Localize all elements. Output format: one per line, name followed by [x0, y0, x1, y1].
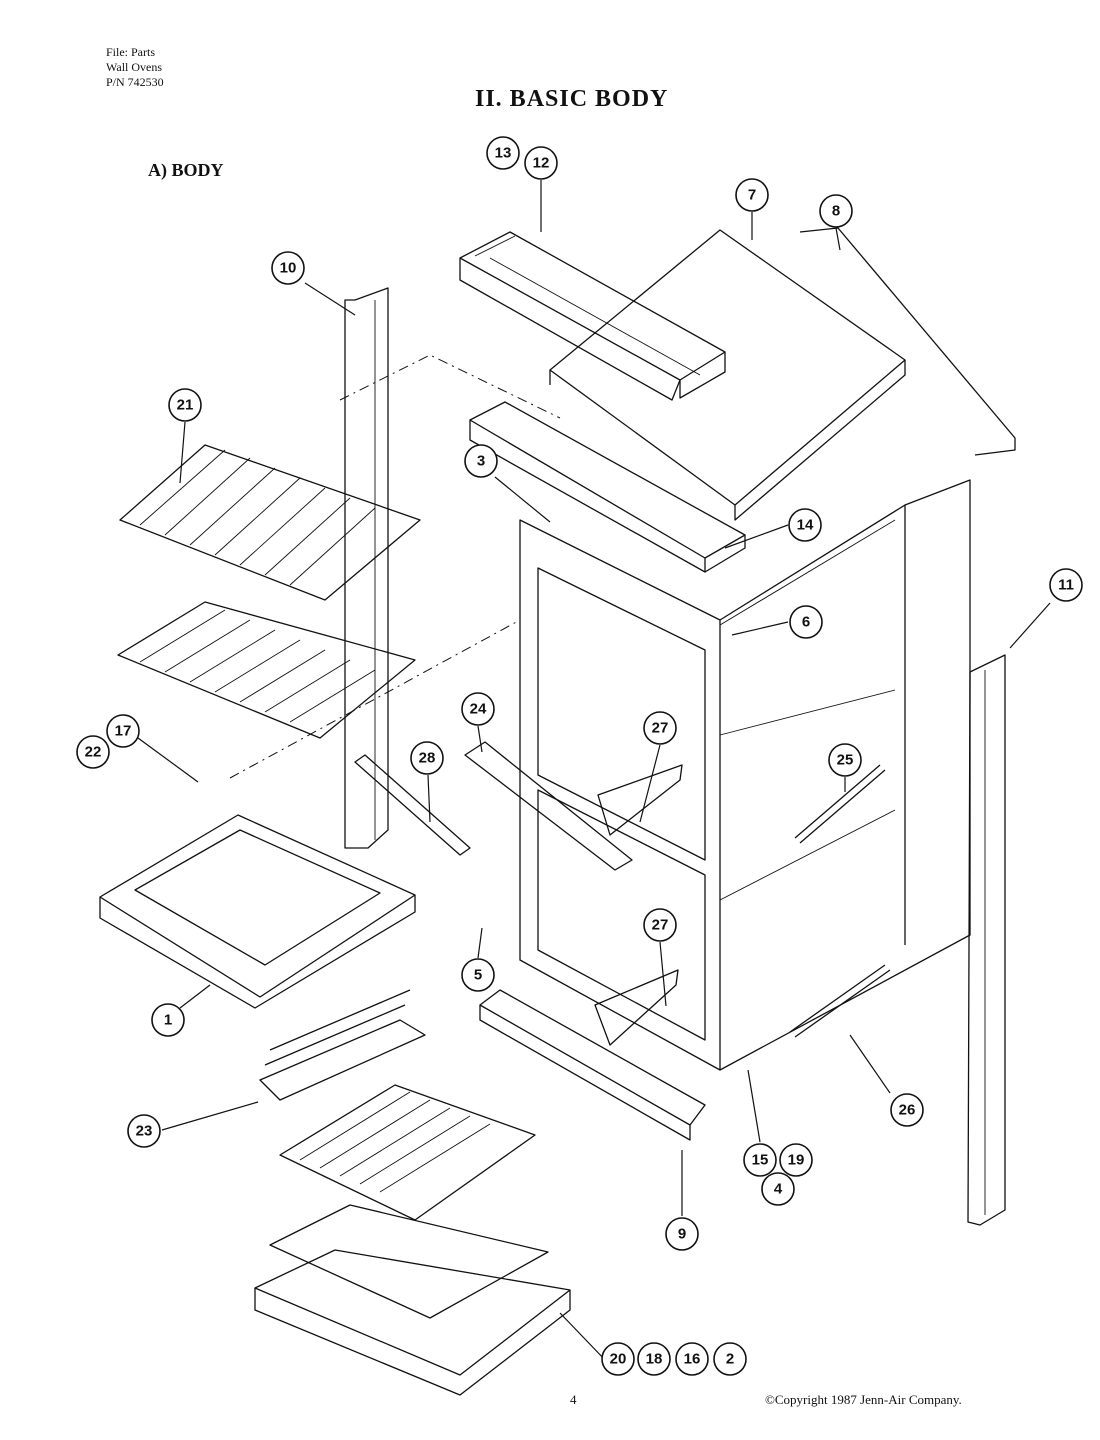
callout-8: 8 [819, 194, 853, 228]
hinge-spring-lower [789, 964, 891, 1038]
hinge-spring-upper [794, 764, 886, 844]
broiler-grid [279, 1084, 536, 1221]
callout-27-lower: 27 [643, 908, 677, 942]
assembly-guide-line [339, 354, 561, 419]
callout-27-upper: 27 [643, 711, 677, 745]
header-part-number: P/N 742530 [106, 75, 164, 89]
file-header: File: Parts Wall Ovens P/N 742530 [106, 45, 164, 90]
callout-18: 18 [637, 1342, 671, 1376]
page-title: II. BASIC BODY [475, 86, 669, 112]
callout-label: 11 [1058, 577, 1074, 594]
callout-4: 4 [761, 1172, 795, 1206]
callout-25: 25 [828, 743, 862, 777]
callout-label: 7 [748, 187, 756, 204]
callout-11: 11 [1049, 568, 1083, 602]
heating-element [259, 989, 426, 1101]
callout-label: 3 [477, 453, 485, 470]
callout-label: 17 [115, 723, 132, 740]
door-frame [99, 814, 416, 1009]
callout-10: 10 [271, 251, 305, 285]
callout-13: 13 [486, 136, 520, 170]
callout-label: 21 [177, 397, 194, 414]
callout-label: 27 [652, 917, 669, 934]
callout-24: 24 [461, 692, 495, 726]
door-hinge-upper [597, 764, 683, 836]
callout-label: 14 [797, 517, 814, 534]
callout-2: 2 [713, 1342, 747, 1376]
callout-5: 5 [461, 958, 495, 992]
callout-20: 20 [601, 1342, 635, 1376]
callout-label: 24 [470, 701, 487, 718]
callout-label: 5 [474, 967, 482, 984]
left-side-rail [344, 287, 389, 849]
callout-9: 9 [665, 1217, 699, 1251]
callout-label: 26 [899, 1102, 916, 1119]
page-number: 4 [570, 1392, 577, 1407]
callout-label: 23 [136, 1123, 153, 1140]
callout-label: 9 [678, 1226, 686, 1243]
callout-label: 27 [652, 720, 669, 737]
top-vent-rail [459, 231, 726, 401]
back-plate [799, 227, 1016, 456]
callout-19: 19 [779, 1143, 813, 1177]
callout-label: 6 [802, 614, 810, 631]
callout-12: 12 [524, 146, 558, 180]
callout-label: 8 [832, 203, 840, 220]
callout-14: 14 [788, 508, 822, 542]
callout-label: 22 [85, 744, 102, 761]
oven-cavity-frame [519, 479, 971, 1071]
callout-15: 15 [743, 1143, 777, 1177]
duct-box [549, 229, 906, 521]
callout-label: 10 [280, 260, 297, 277]
oven-rack-upper [119, 444, 421, 601]
callout-label: 25 [837, 752, 854, 769]
callout-label: 20 [610, 1351, 627, 1368]
callout-3: 3 [464, 444, 498, 478]
bottom-rail [479, 989, 706, 1141]
lower-top-rail [469, 401, 746, 573]
section-subtitle: A) BODY [148, 160, 224, 180]
copyright-notice: ©Copyright 1987 Jenn-Air Company. [765, 1392, 962, 1407]
rack-support [464, 741, 633, 871]
leader-lines [137, 180, 1051, 1363]
door-hinge-lower [594, 969, 679, 1046]
broiler-pan [254, 1204, 571, 1396]
callout-21: 21 [168, 388, 202, 422]
callout-label: 28 [419, 750, 436, 767]
callout-label: 12 [533, 155, 550, 172]
callout-label: 2 [726, 1351, 734, 1368]
callout-label: 18 [646, 1351, 663, 1368]
callout-28: 28 [410, 741, 444, 775]
callout-1: 1 [151, 1003, 185, 1037]
header-product: Wall Ovens [106, 60, 163, 74]
callout-7: 7 [735, 178, 769, 212]
callout-17: 17 [106, 714, 140, 748]
callout-label: 13 [495, 145, 512, 162]
right-side-rail [967, 654, 1006, 1226]
callout-6: 6 [789, 605, 823, 639]
callout-label: 16 [684, 1351, 701, 1368]
callout-22: 22 [76, 735, 110, 769]
callout-16: 16 [675, 1342, 709, 1376]
oven-rack-lower [117, 601, 416, 739]
header-file: File: Parts [106, 45, 156, 59]
callout-label: 15 [752, 1152, 769, 1169]
callout-label: 4 [774, 1181, 783, 1198]
bracket [354, 754, 471, 856]
callout-label: 1 [164, 1012, 172, 1029]
callout-label: 19 [788, 1152, 805, 1169]
callout-26: 26 [890, 1093, 924, 1127]
callout-23: 23 [127, 1114, 161, 1148]
